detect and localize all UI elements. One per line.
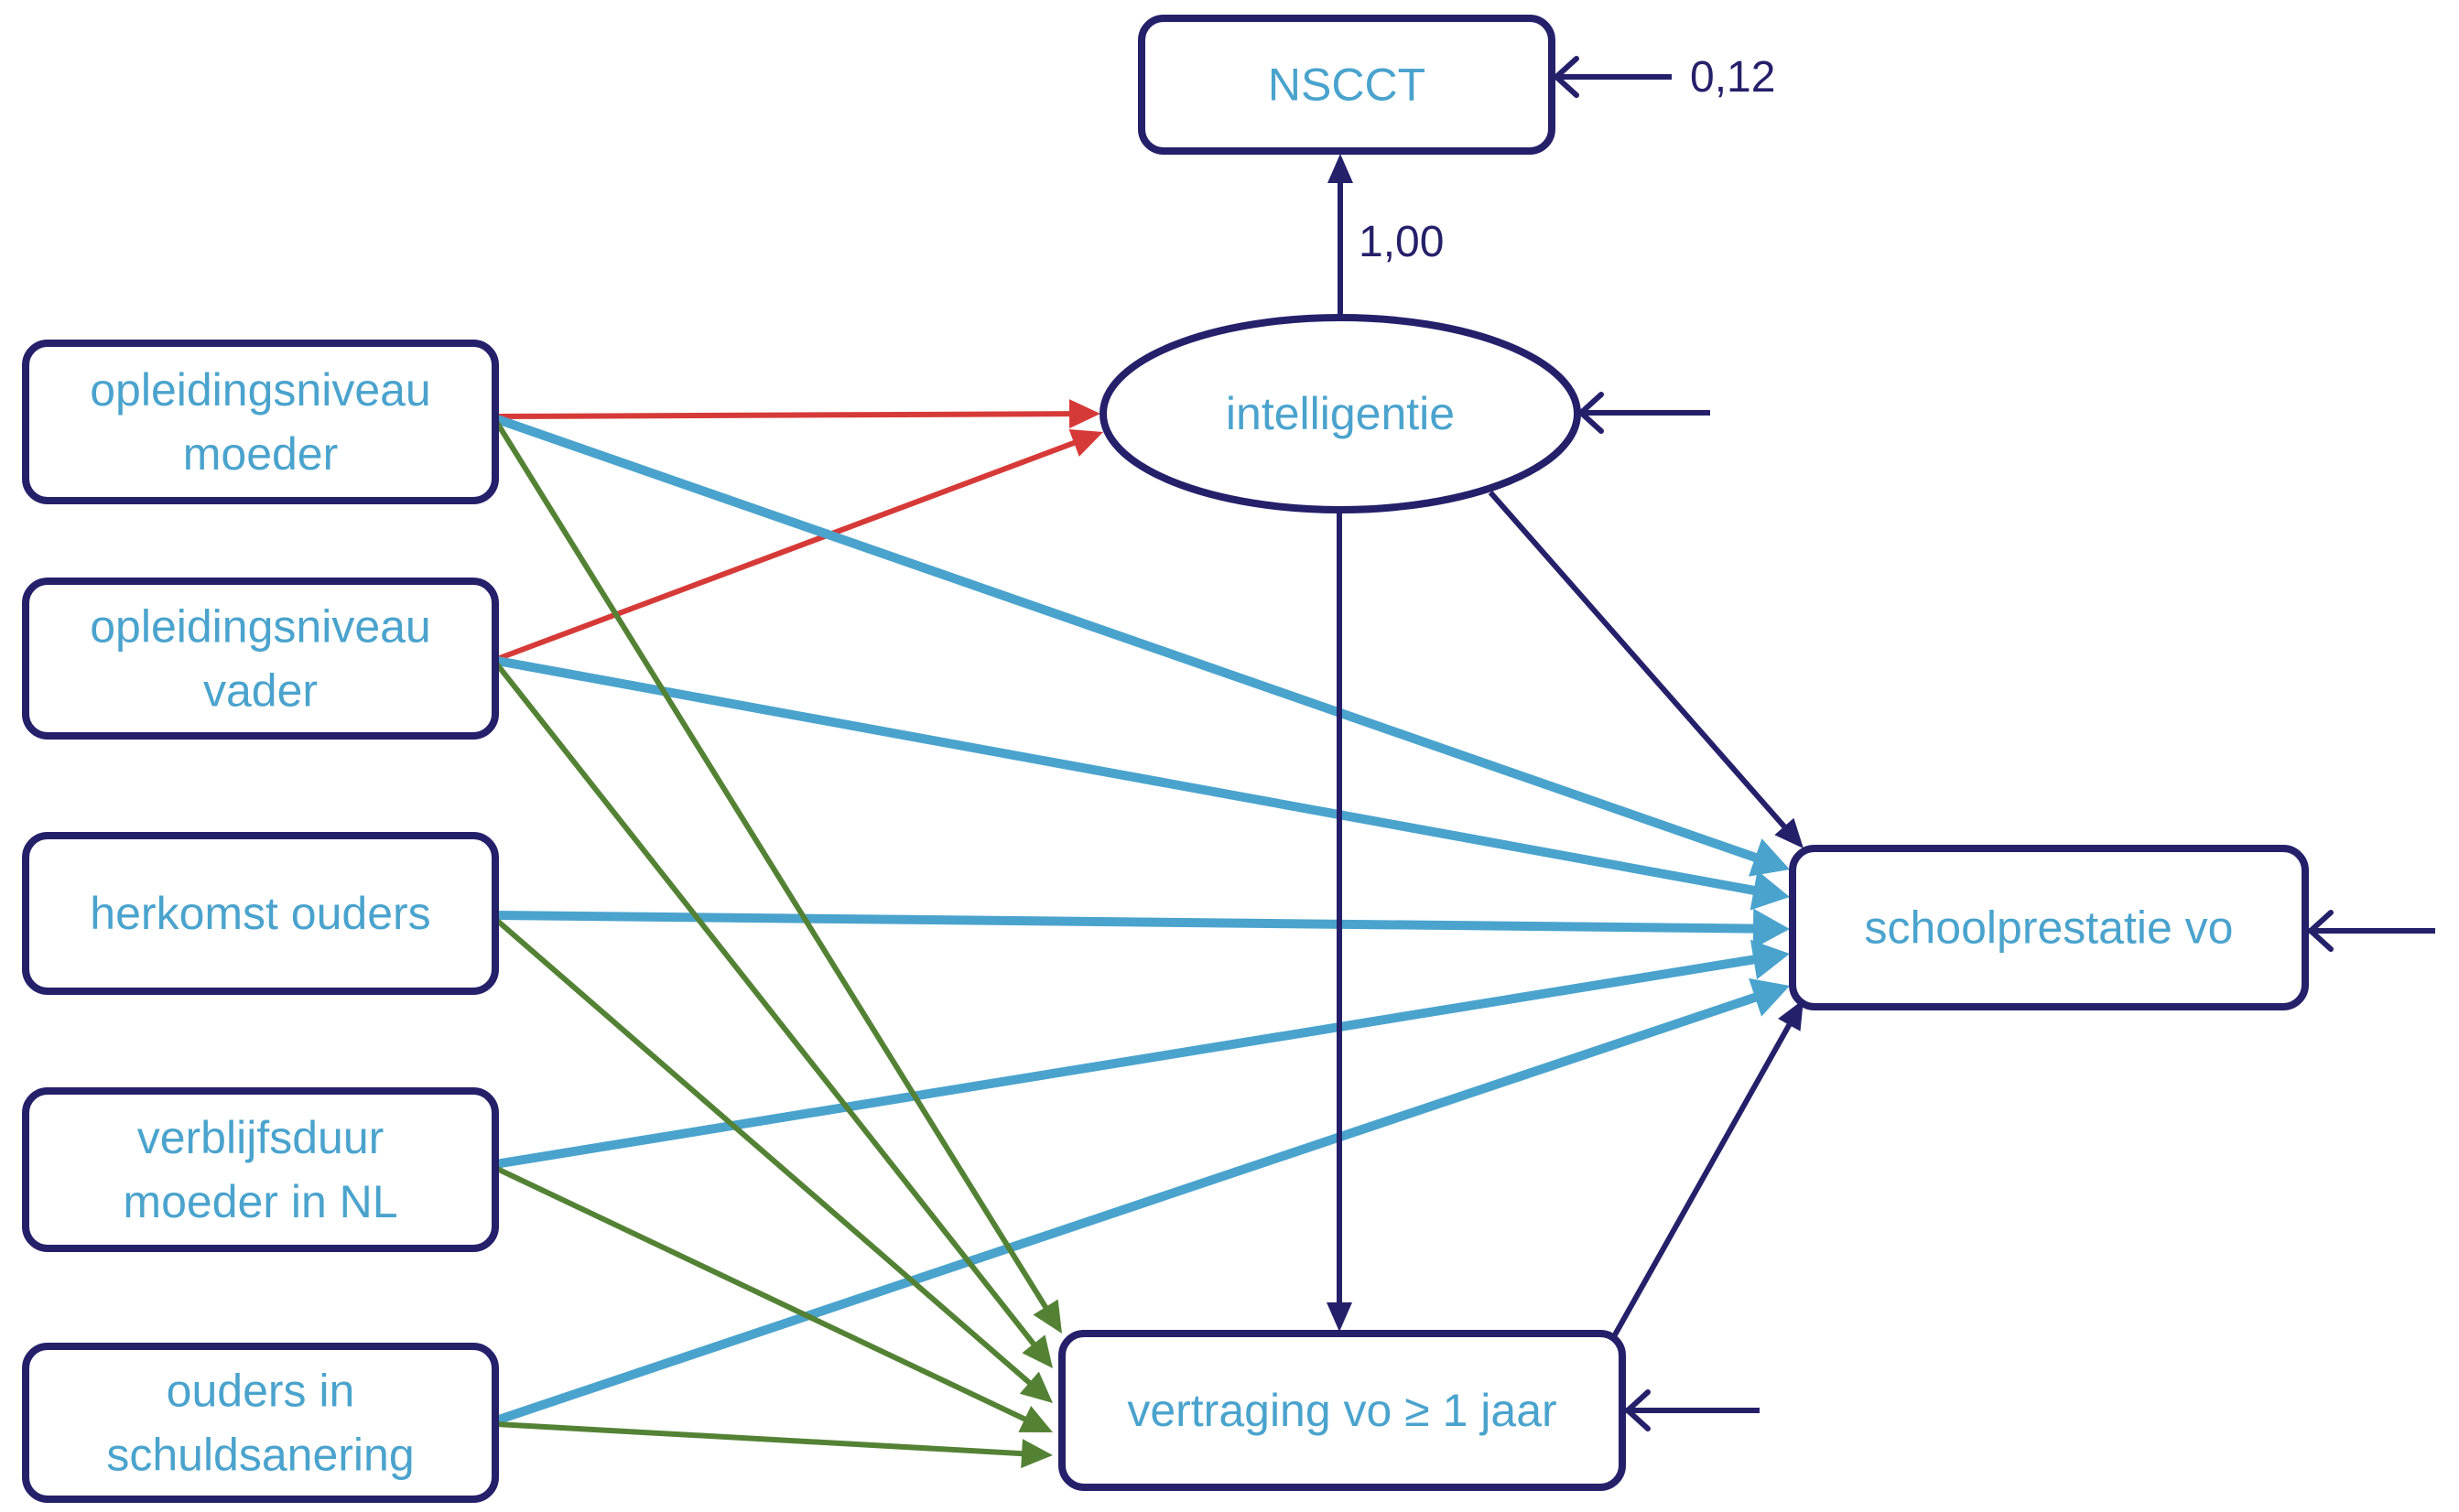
node-shape bbox=[22, 832, 499, 995]
node-shape bbox=[22, 1087, 499, 1252]
node-shape bbox=[1138, 15, 1555, 155]
node-shape bbox=[22, 1343, 499, 1503]
edge-line bbox=[494, 992, 1759, 1425]
arrowhead-icon bbox=[1019, 1371, 1053, 1403]
node-label: vertraging vo ≥ 1 jaar bbox=[1127, 1385, 1556, 1436]
residual-arrow-intelligentie bbox=[1578, 392, 1710, 434]
edge-herkomst-to-vertraging bbox=[493, 916, 1053, 1403]
residual-arrow-nscct bbox=[1554, 56, 1672, 98]
node-nscct: NSCCT bbox=[1138, 15, 1555, 155]
edge-vertraging-to-schoolprestatie bbox=[1610, 999, 1804, 1340]
edge-herkomst-to-schoolprestatie bbox=[494, 908, 1790, 949]
arrowhead-icon bbox=[1327, 1302, 1352, 1332]
node-shape bbox=[22, 340, 499, 504]
edge-opl_moeder-to-vertraging bbox=[494, 421, 1062, 1334]
edge-opl_moeder-to-schoolprestatie bbox=[495, 415, 1790, 877]
edge-opl_vader-to-intelligentie bbox=[495, 428, 1103, 662]
node-label: moeder bbox=[183, 428, 339, 480]
arrowhead-icon bbox=[1021, 1439, 1053, 1469]
arrowhead-icon bbox=[1748, 838, 1790, 877]
edge-intelligentie-to-vertraging bbox=[1327, 511, 1352, 1332]
arrowhead-icon bbox=[1068, 399, 1100, 429]
node-label: opleidingsniveau bbox=[90, 364, 431, 416]
node-vertraging: vertraging vo ≥ 1 jaar bbox=[1058, 1330, 1626, 1491]
edge-line bbox=[494, 955, 1757, 1169]
residual-arrow-vertraging bbox=[1625, 1389, 1760, 1431]
arrowhead-icon bbox=[1018, 1405, 1053, 1432]
residual-value-nscct: 0,12 bbox=[1690, 53, 1775, 102]
edge-line bbox=[493, 916, 1033, 1387]
node-label: ouders in bbox=[167, 1366, 355, 1417]
node-label: schoolprestatie vo bbox=[1864, 902, 2233, 954]
edge-schuld-to-vertraging bbox=[495, 1421, 1053, 1469]
edges-layer bbox=[493, 56, 2435, 1469]
edge-schuld-to-schoolprestatie bbox=[494, 977, 1790, 1425]
node-herkomst: herkomst ouders bbox=[22, 832, 499, 995]
node-label: herkomst ouders bbox=[90, 888, 430, 939]
edge-opl_vader-to-schoolprestatie bbox=[496, 656, 1790, 911]
edge-line bbox=[496, 411, 1072, 419]
arrowhead-icon bbox=[1327, 154, 1353, 183]
arrowhead-icon bbox=[1625, 1389, 1651, 1431]
arrowhead-icon bbox=[2308, 910, 2334, 952]
node-intelligentie: intelligentie bbox=[1100, 314, 1581, 513]
edge-line bbox=[493, 1165, 1028, 1422]
node-shape bbox=[22, 578, 499, 740]
arrowhead-icon bbox=[1068, 428, 1103, 457]
edge-intelligentie-to-schoolprestatie bbox=[1488, 491, 1804, 848]
edge-line bbox=[1488, 491, 1788, 830]
edge-line bbox=[496, 656, 1757, 896]
edge-line bbox=[494, 421, 1049, 1311]
arrowhead-icon bbox=[1033, 1299, 1062, 1334]
edge-verblijfsduur-to-vertraging bbox=[493, 1165, 1053, 1432]
edge-line bbox=[495, 415, 1759, 863]
edge-line bbox=[494, 663, 1037, 1347]
node-label: opleidingsniveau bbox=[90, 601, 431, 653]
nodes-layer: NSCCT intelligentie schoolprestatie vo vert… bbox=[22, 15, 2309, 1503]
node-label: verblijfsduur bbox=[137, 1112, 385, 1163]
edge-line bbox=[494, 911, 1756, 934]
residual-arrow-schoolprestatie bbox=[2308, 910, 2435, 952]
arrowhead-icon bbox=[1554, 56, 1579, 98]
edge-coefficient-label: 1,00 bbox=[1359, 218, 1444, 266]
arrowhead-icon bbox=[1749, 870, 1790, 911]
node-shape bbox=[1789, 845, 2309, 1010]
node-verblijfsduur: verblijfsduur moeder in NL bbox=[22, 1087, 499, 1252]
node-opl_vader: opleidingsniveau vader bbox=[22, 578, 499, 740]
node-schoolprestatie: schoolprestatie vo bbox=[1789, 845, 2309, 1010]
edge-opl_vader-to-vertraging bbox=[494, 663, 1053, 1368]
arrowhead-icon bbox=[1752, 908, 1790, 949]
edge-verblijfsduur-to-schoolprestatie bbox=[494, 939, 1790, 1169]
node-label: NSCCT bbox=[1268, 59, 1425, 111]
arrowhead-icon bbox=[1022, 1334, 1053, 1368]
arrowhead-icon bbox=[1578, 392, 1604, 434]
arrowhead-icon bbox=[1774, 817, 1804, 848]
arrowhead-icon bbox=[1749, 977, 1790, 1017]
labels-layer: 1,00 0,12 bbox=[1359, 53, 1775, 266]
arrowhead-icon bbox=[1778, 999, 1804, 1031]
edge-line bbox=[495, 439, 1078, 662]
node-opl_moeder: opleidingsniveau moeder bbox=[22, 340, 499, 504]
node-shape bbox=[1058, 1330, 1626, 1491]
edge-line bbox=[1610, 1021, 1793, 1340]
node-label: schuldsanering bbox=[106, 1430, 414, 1481]
node-shape bbox=[1100, 314, 1581, 513]
node-label: vader bbox=[203, 665, 318, 717]
edge-opl_moeder-to-intelligentie bbox=[496, 399, 1100, 429]
node-label: intelligentie bbox=[1226, 388, 1455, 439]
edge-intelligentie-to-nscct bbox=[1327, 154, 1353, 318]
node-schuld: ouders in schuldsanering bbox=[22, 1343, 499, 1503]
edge-line bbox=[495, 1421, 1024, 1457]
arrowhead-icon bbox=[1749, 939, 1790, 980]
node-label: moeder in NL bbox=[123, 1176, 397, 1227]
